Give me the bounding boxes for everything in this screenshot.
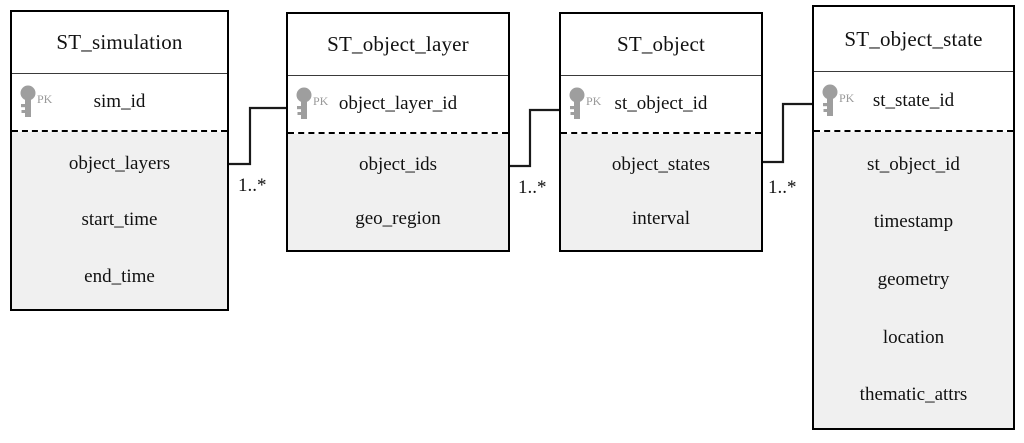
pk-field-name: st_object_id xyxy=(614,93,708,114)
entity-title: ST_object xyxy=(616,32,706,56)
entity-header-st-object: ST_object xyxy=(561,14,761,76)
connector-object-to-object-state xyxy=(761,102,814,164)
entity-header-st-object-state: ST_object_state xyxy=(814,7,1013,72)
attribute-row: object_states xyxy=(611,154,711,175)
entity-header-st-simulation: ST_simulation xyxy=(12,12,227,74)
attribute-row: start_time xyxy=(81,209,158,231)
entity-title: ST_simulation xyxy=(56,30,183,54)
attribute-row: st_object_id xyxy=(867,153,960,175)
key-icon xyxy=(296,87,312,119)
connector-object-layer-to-object xyxy=(508,108,560,168)
entity-title: ST_object_layer xyxy=(327,32,469,56)
attribute-section-st-object-layer: object_ids geo_region xyxy=(288,134,508,250)
pk-abbrev-label: PK xyxy=(37,92,53,106)
pk-abbrev-label: PK xyxy=(586,94,602,108)
entity-st-object[interactable]: ST_object PK st_object_id object_states … xyxy=(559,12,763,252)
pk-row-st-object-state: PK st_state_id xyxy=(814,72,1013,132)
attribute-row: geo_region xyxy=(355,208,441,229)
key-icon xyxy=(569,87,585,119)
attribute-row: thematic_attrs xyxy=(859,384,968,406)
entity-st-object-layer[interactable]: ST_object_layer PK object_layer_id objec… xyxy=(286,12,510,252)
multiplicity-label-1: 1..* xyxy=(238,175,267,196)
pk-row-st-object-layer: PK object_layer_id xyxy=(288,76,508,134)
pk-field-name: sim_id xyxy=(93,91,146,112)
multiplicity-label-2: 1..* xyxy=(518,177,547,198)
attribute-section-st-object: object_states interval xyxy=(561,134,761,250)
entity-st-object-state[interactable]: ST_object_state PK st_state_id st_object… xyxy=(812,5,1015,430)
attribute-row: geometry xyxy=(877,268,950,290)
attribute-row: object_layers xyxy=(68,153,171,175)
pk-field-name: st_state_id xyxy=(872,90,955,111)
entity-header-st-object-layer: ST_object_layer xyxy=(288,14,508,76)
pk-row-st-simulation: PK sim_id xyxy=(12,74,227,132)
connector-simulation-to-object-layer xyxy=(226,106,288,166)
pk-badge: PK xyxy=(567,87,601,121)
attribute-row: location xyxy=(882,326,945,348)
pk-abbrev-label: PK xyxy=(839,91,855,105)
pk-badge: PK xyxy=(294,87,328,121)
attribute-row: end_time xyxy=(84,265,155,287)
key-icon xyxy=(822,84,838,116)
attribute-row: timestamp xyxy=(873,211,954,233)
attribute-row: interval xyxy=(631,208,691,229)
key-icon xyxy=(20,85,36,117)
pk-badge: PK xyxy=(820,84,854,118)
pk-field-name: object_layer_id xyxy=(338,93,458,114)
attribute-section-st-simulation: object_layers start_time end_time xyxy=(12,132,227,309)
attribute-row: object_ids xyxy=(358,154,438,175)
pk-row-st-object: PK st_object_id xyxy=(561,76,761,134)
entity-st-simulation[interactable]: ST_simulation PK sim_id object_layers st… xyxy=(10,10,229,311)
multiplicity-label-3: 1..* xyxy=(768,177,797,198)
pk-abbrev-label: PK xyxy=(313,94,329,108)
attribute-section-st-object-state: st_object_id timestamp geometry location… xyxy=(814,132,1013,428)
entity-title: ST_object_state xyxy=(844,26,983,51)
pk-badge: PK xyxy=(18,85,52,119)
